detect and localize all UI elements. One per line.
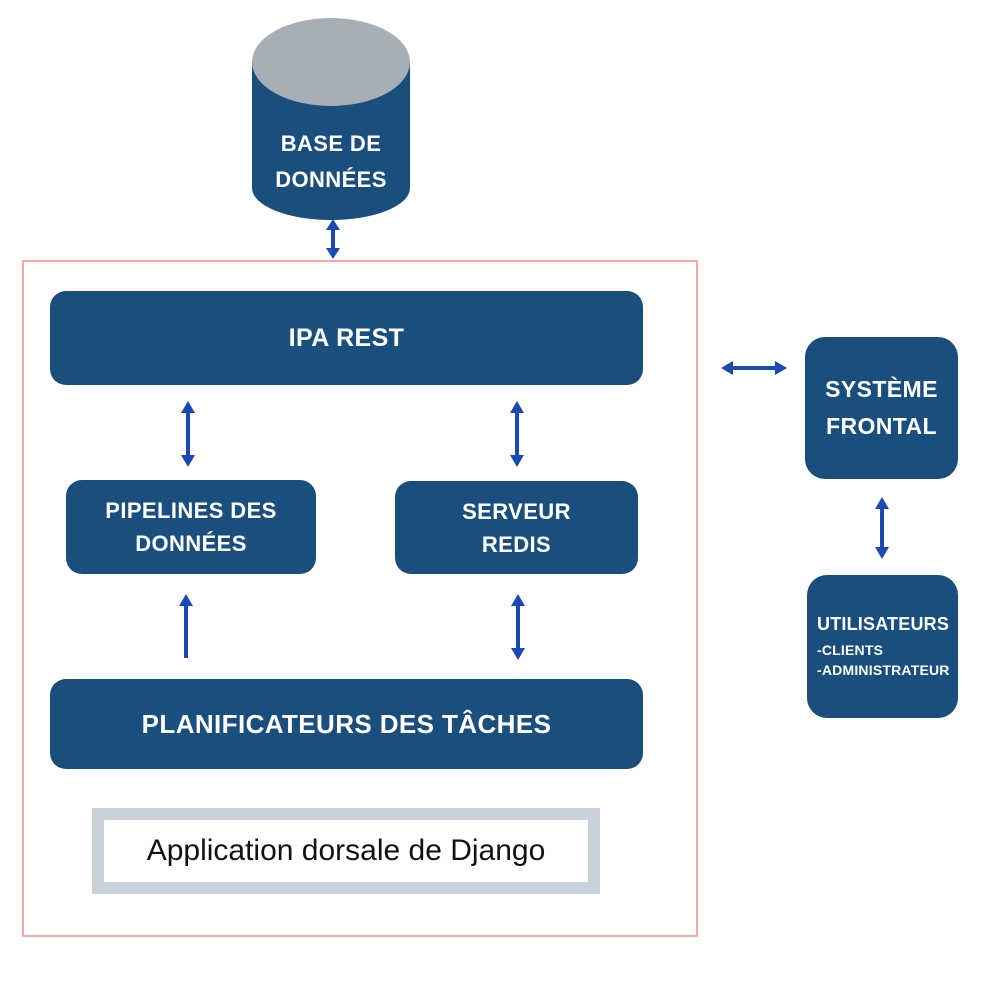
arrow-backend-frontend-icon	[721, 357, 787, 379]
arrow-api-pipelines-icon	[177, 401, 199, 467]
database-label-line2: DONNÉES	[275, 167, 387, 192]
arrow-scheduler-pipelines-icon	[175, 594, 197, 660]
ipa-rest-label: IPA REST	[288, 323, 405, 352]
arrow-redis-scheduler-icon	[507, 594, 529, 660]
backend-caption-inner: Application dorsale de Django	[104, 820, 588, 882]
users-item-clients: -CLIENTS	[817, 641, 884, 658]
arrow-database-backend-icon	[322, 219, 344, 259]
frontend-label-line2: FRONTAL	[826, 413, 937, 439]
node-pipelines-donnees: PIPELINES DES DONNÉES	[66, 480, 316, 574]
node-planificateurs-taches: PLANIFICATEURS DES TÂCHES	[50, 679, 643, 769]
database-cylinder: BASE DE DONNÉES	[252, 18, 410, 220]
pipelines-label-line2: DONNÉES	[135, 531, 247, 556]
arrow-api-redis-icon	[506, 401, 528, 467]
database-label: BASE DE DONNÉES	[252, 126, 410, 198]
backend-caption-frame: Application dorsale de Django	[92, 808, 600, 894]
arrow-frontend-users-icon	[871, 497, 893, 559]
database-cylinder-top	[252, 18, 410, 106]
backend-frame	[22, 260, 698, 937]
backend-caption-label: Application dorsale de Django	[146, 834, 546, 867]
pipelines-label-line1: PIPELINES DES	[105, 498, 277, 523]
scheduler-label: PLANIFICATEURS DES TÂCHES	[141, 708, 552, 739]
users-title: UTILISATEURS	[817, 613, 950, 634]
node-serveur-redis: SERVEUR REDIS	[395, 481, 638, 574]
frontend-label-line1: SYSTÈME	[825, 376, 938, 402]
node-utilisateurs: UTILISATEURS -CLIENTS -ADMINISTRATEUR	[807, 575, 958, 718]
node-ipa-rest: IPA REST	[50, 291, 643, 385]
database-label-line1: BASE DE	[280, 131, 382, 156]
node-systeme-frontal: SYSTÈME FRONTAL	[805, 337, 958, 479]
users-item-administrateur: -ADMINISTRATEUR	[817, 661, 950, 678]
redis-label-line2: REDIS	[481, 531, 552, 557]
redis-label-line1: SERVEUR	[462, 498, 571, 524]
